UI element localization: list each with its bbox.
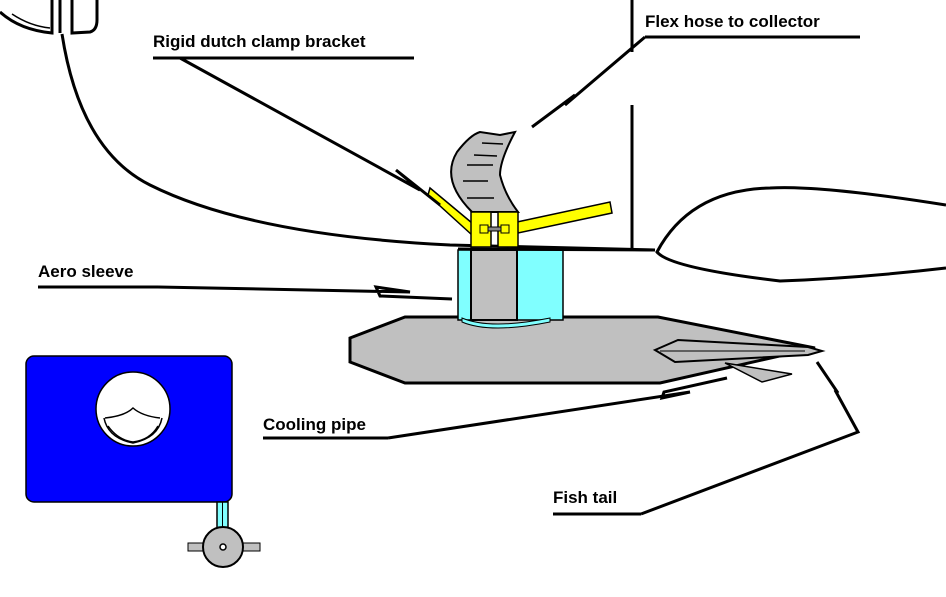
flex-hose <box>450 130 521 213</box>
wing-airfoil <box>655 186 946 283</box>
fish-tail-fin-lower <box>724 362 793 383</box>
label-aero-sleeve: Aero sleeve <box>38 262 453 301</box>
cowling-outline <box>0 0 656 252</box>
label-fish-tail: Fish tail <box>553 361 861 516</box>
svg-text:Aero sleeve: Aero sleeve <box>38 262 133 281</box>
clamp-bracket <box>427 186 613 248</box>
svg-text:Cooling pipe: Cooling pipe <box>263 415 366 434</box>
label-cooling-pipe: Cooling pipe <box>263 376 728 440</box>
svg-text:Rigid dutch clamp bracket: Rigid dutch clamp bracket <box>153 32 366 51</box>
label-clamp: Rigid dutch clamp bracket <box>153 32 441 207</box>
label-flex-hose: Flex hose to collector <box>531 12 860 129</box>
cooling-pipe <box>348 315 826 385</box>
aero-sleeve <box>457 249 564 329</box>
oil-tank <box>25 355 261 568</box>
svg-text:Flex hose to collector: Flex hose to collector <box>645 12 820 31</box>
svg-text:Fish tail: Fish tail <box>553 488 617 507</box>
